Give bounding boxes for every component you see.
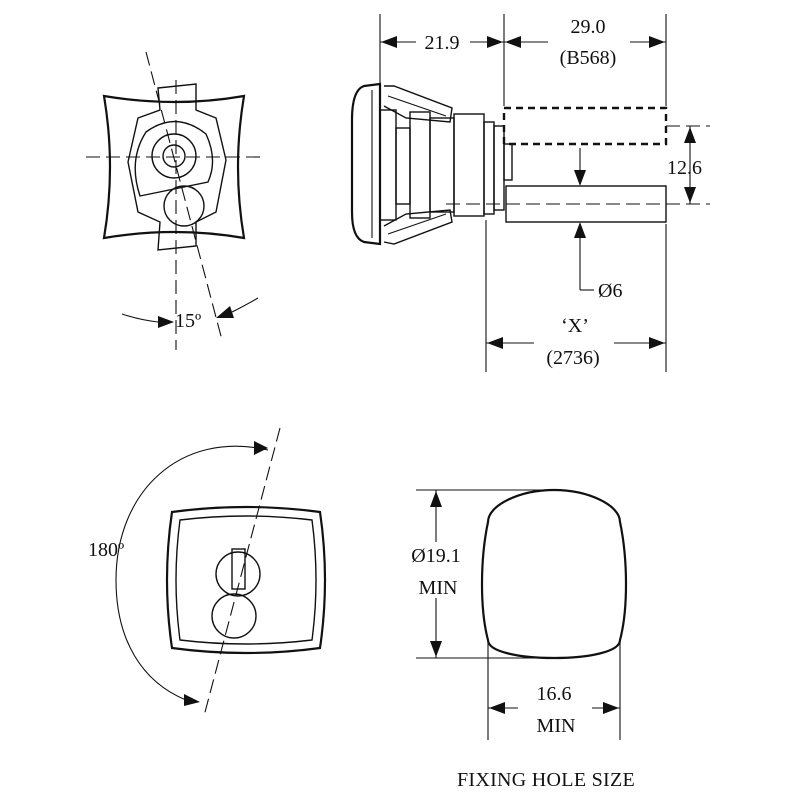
fixing-hole-dim-arrow-width-right — [603, 702, 619, 714]
side-view-dim-offset: 12.6 — [667, 157, 702, 179]
side-view-body-step-1 — [379, 109, 397, 221]
front-view-plug-inner — [162, 144, 186, 168]
rotation-view-angle-label: 180º — [88, 539, 124, 561]
fixing-hole-width-label: 16.6 — [537, 683, 572, 705]
front-view-angle-arrow-right — [216, 306, 234, 318]
side-view-dim-diameter: Ø6 — [598, 280, 622, 302]
rotation-view-plug-ring — [215, 551, 261, 597]
front-view-lower-boss — [163, 185, 205, 227]
front-view-angle-label: 15º — [175, 310, 201, 332]
rotation-view-body-inner — [175, 515, 317, 645]
side-view-dim-dia-bottom-arrow — [574, 222, 586, 238]
front-view-angle-arrow-left — [158, 316, 174, 328]
rotation-view-key-slot — [231, 548, 246, 590]
side-view-clip-bottom-inner — [387, 213, 447, 235]
side-view-bezel — [350, 82, 382, 246]
fixing-hole-diameter-qualifier: MIN — [419, 577, 458, 599]
rotation-view: 180º — [88, 427, 327, 717]
side-view-body-ring — [483, 121, 495, 215]
side-view-dim-arrow-a-left — [381, 36, 397, 48]
side-view-dim-dia-top-arrow — [574, 170, 586, 186]
fixing-hole-view: Ø19.1 MIN 16.6 MIN FIXING HOLE SIZE — [411, 488, 635, 791]
side-view-dim-arrow-offset-bottom — [684, 187, 696, 203]
side-view-body-nut — [409, 111, 431, 219]
side-view-dim-arrow-b-right — [649, 36, 665, 48]
side-view-body-step-2 — [395, 127, 411, 205]
side-view-dim-x-ref: (2736) — [546, 347, 599, 369]
side-view-spindle-boss — [503, 143, 513, 181]
side-view: 21.9 29.0 (B568) 12.6 Ø6 ‘X’ (2736) — [350, 14, 710, 372]
side-view-clip-bottom — [383, 209, 453, 245]
side-view-dim-length-b-ref: (B568) — [560, 47, 617, 69]
rotation-view-angle-arrow-bottom — [184, 694, 200, 706]
side-view-spindle-end — [493, 125, 505, 211]
front-view-angle-arc-right — [231, 297, 259, 313]
side-view-body-collar — [453, 113, 485, 217]
fixing-hole-dim-arrow-width-left — [489, 702, 505, 714]
rotation-view-lower-boss — [211, 593, 257, 639]
front-view-cam-plate — [127, 83, 227, 251]
side-view-cam-alternative — [502, 106, 668, 146]
rotation-view-angle-arc — [115, 445, 269, 701]
side-view-dim-length-a: 21.9 — [425, 32, 460, 54]
side-view-clip-top-inner — [387, 95, 447, 117]
front-view-body-outline — [102, 94, 246, 240]
front-view-plug-ring — [151, 133, 197, 179]
fixing-hole-diameter-label: Ø19.1 — [411, 545, 460, 567]
side-view-dim-length-b: 29.0 — [571, 16, 606, 38]
side-view-clip-top — [383, 85, 453, 123]
rotation-view-angle-arrow-top — [254, 441, 268, 455]
side-view-body-sleeve — [429, 117, 455, 213]
fixing-hole-dim-arrow-dia-bottom — [430, 641, 442, 657]
rotation-view-centerline — [203, 427, 281, 717]
side-view-dim-x: ‘X’ — [561, 315, 589, 337]
side-view-dim-arrow-b-left — [505, 36, 521, 48]
side-view-dim-arrow-offset-top — [684, 127, 696, 143]
front-view-angle-arc-left — [121, 313, 159, 323]
fixing-hole-caption: FIXING HOLE SIZE — [457, 769, 635, 791]
side-view-dim-arrow-x-left — [487, 337, 503, 349]
fixing-hole-width-qualifier: MIN — [537, 715, 576, 737]
side-view-dim-arrow-x-right — [649, 337, 665, 349]
side-view-dim-arrow-a-right — [487, 36, 503, 48]
front-view-rotated-centerline — [145, 51, 223, 341]
front-view: 15º — [86, 51, 264, 350]
fixing-hole-outline — [480, 488, 628, 660]
fixing-hole-dim-arrow-dia-top — [430, 491, 442, 507]
rotation-view-body-outline — [165, 505, 327, 655]
